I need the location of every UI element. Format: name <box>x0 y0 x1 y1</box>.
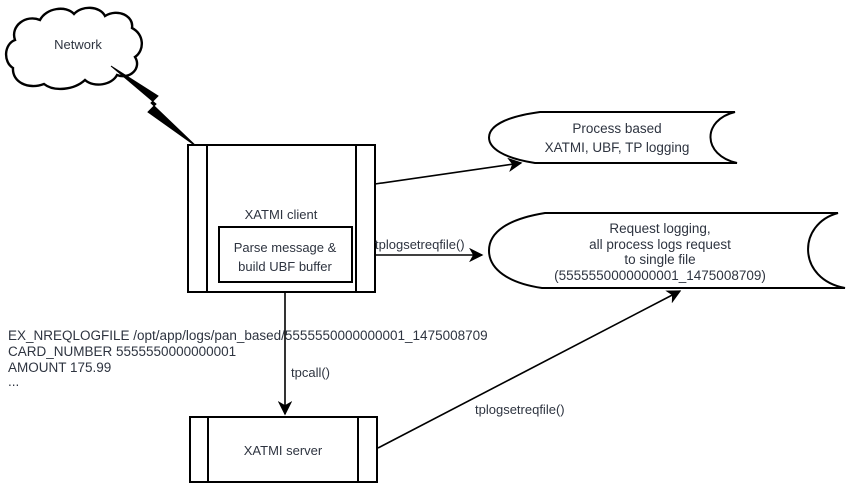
parse-message-label-line1: Parse message & <box>234 240 337 255</box>
xatmi-client-label: XATMI client <box>245 207 318 222</box>
tpcall-label: tpcall() <box>291 365 330 380</box>
process-logging-node: Process based XATMI, UBF, TP logging <box>487 111 738 164</box>
edge-client-to-process-logging <box>374 157 523 185</box>
edge-server-to-request-logging <box>377 290 682 449</box>
xatmi-server-box <box>189 416 378 483</box>
request-logging-shape <box>487 212 846 289</box>
request-logging-label-line4: (5555550000000001_1475008709) <box>554 268 766 283</box>
parse-message-box <box>218 226 353 283</box>
process-logging-label-line1: Process based <box>572 121 661 136</box>
log-sample-line3: AMOUNT 175.99 <box>8 360 111 375</box>
lightning-bolt-icon <box>110 65 198 148</box>
request-logging-node: Request logging, all process logs reques… <box>487 212 846 289</box>
network-label: Network <box>54 37 102 52</box>
xatmi-server-label: XATMI server <box>244 443 323 458</box>
cloud-shape <box>4 6 143 91</box>
tplogsetreqfile-label-client: tplogsetreqfile() <box>375 237 465 252</box>
request-logging-label-line2: all process logs request <box>589 237 731 252</box>
tplogsetreqfile-label-server: tplogsetreqfile() <box>475 402 565 417</box>
log-sample-line2: CARD_NUMBER 5555550000000001 <box>8 344 236 359</box>
xatmi-client-node: XATMI client Parse message & build UBF b… <box>187 144 376 293</box>
log-sample-block: EX_NREQLOGFILE /opt/app/logs/pan_based/5… <box>8 328 488 389</box>
xatmi-server-node: XATMI server <box>189 416 378 483</box>
log-sample-line1: EX_NREQLOGFILE /opt/app/logs/pan_based/5… <box>8 328 488 343</box>
parse-message-label-line2: build UBF buffer <box>238 259 332 274</box>
process-logging-shape <box>487 111 738 164</box>
process-logging-label-line2: XATMI, UBF, TP logging <box>545 140 690 155</box>
request-logging-label-line1: Request logging, <box>609 221 710 236</box>
network-cloud-node: Network <box>4 6 143 91</box>
log-sample-line4: ... <box>8 374 19 389</box>
edge-labels-layer: tplogsetreqfile() tpcall() tplogsetreqfi… <box>291 237 565 417</box>
request-logging-label-line3: to single file <box>624 252 695 267</box>
